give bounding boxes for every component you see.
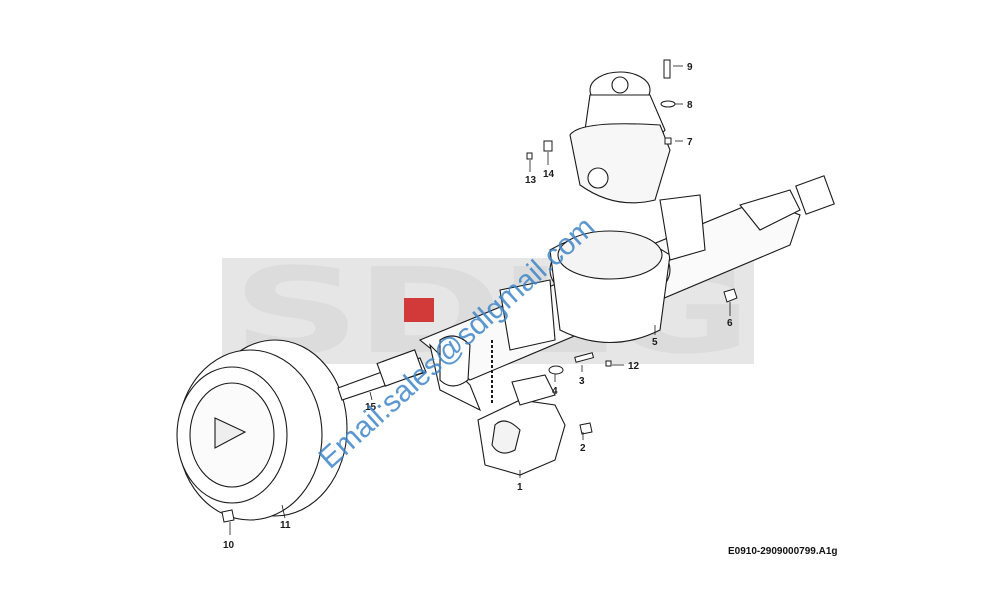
axle-shaft (337, 349, 427, 401)
fasteners (221, 59, 738, 523)
callout-4: 4 (552, 386, 558, 397)
callout-7: 7 (687, 137, 693, 148)
differential-carrier (569, 71, 671, 204)
brake-caliper (477, 374, 566, 476)
drawing-code: E0910-2909000799.A1g (728, 546, 838, 557)
callout-9: 9 (687, 62, 693, 73)
watermark-red-square (404, 298, 434, 322)
callout-3: 3 (579, 376, 585, 387)
callout-labels: 1 2 3 4 5 6 7 8 9 10 11 12 13 14 15 (223, 62, 733, 551)
callout-15: 15 (365, 402, 377, 413)
callout-11: 11 (280, 520, 291, 531)
callout-6: 6 (727, 318, 733, 329)
callout-2: 2 (580, 443, 586, 454)
axle-housing (418, 175, 835, 412)
callout-10: 10 (223, 540, 235, 551)
callout-13: 13 (525, 175, 537, 186)
callout-5: 5 (652, 337, 658, 348)
callout-14: 14 (543, 169, 555, 180)
callout-1: 1 (517, 482, 523, 493)
leader-lines (229, 65, 731, 535)
callout-12: 12 (628, 361, 640, 372)
callout-8: 8 (687, 100, 693, 111)
wheel-hub (176, 339, 348, 521)
